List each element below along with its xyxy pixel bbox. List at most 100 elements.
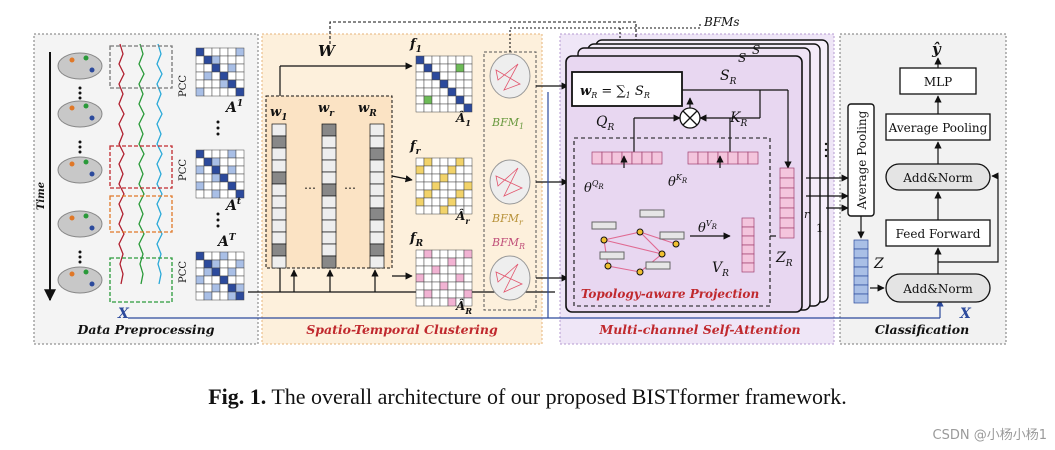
matrix-cell [235,291,245,301]
vector-cell [369,219,385,233]
vector-cell [369,123,385,137]
matrix-cell [195,283,205,293]
bfm-label: BFM1 [491,116,524,131]
adjacency-matrix [195,251,245,301]
q-label: QR [596,114,614,133]
matrix-cell [195,79,205,89]
matrix-cell [211,71,221,81]
watermark: CSDN @小杨小杨1 [932,428,1047,443]
bfms-label: BFMs [703,15,740,29]
bold-signals [118,43,163,285]
matrix-cell [447,289,457,299]
matrix-cell [447,181,457,191]
matrix-cell [203,291,213,301]
matrix-cell [195,173,205,183]
query-vector [591,151,663,165]
matrix-cell [439,87,449,97]
matrix-cell [439,63,449,73]
bfm-map [489,255,531,301]
matrix-cell [447,257,457,267]
matrix-cell [227,267,237,277]
matrix-cell [219,165,229,175]
z-feature-vector [853,239,869,304]
matrix-cell [423,297,433,307]
matrix-cell [415,157,425,167]
matrix-cell [431,165,441,175]
vector-cell [369,231,385,245]
matrix-cell [447,249,457,259]
a-hat-label: Â1 [455,110,471,128]
matrix-cell [431,257,441,267]
add-norm-bottom-label: Add&Norm [902,282,973,296]
matrix-cell [235,157,245,167]
prediction-label: ŷ [931,40,942,58]
vector-cell [321,231,337,245]
matrix-cell [227,275,237,285]
brain-functional-modules [489,53,531,301]
vector-cell [271,195,287,209]
pcc-label: PCC [178,261,189,283]
matrix-cell [203,71,213,81]
vector-cell [853,293,869,304]
matrix-cell [447,157,457,167]
w-matrix-label: W [318,42,337,60]
matrix-cell [227,47,237,57]
vector-cell [321,195,337,209]
classification-x-label: X [959,306,972,322]
matrix-cell [203,63,213,73]
ellipsis-dots [216,120,220,228]
matrix-cell [463,71,473,81]
matrix-cell [195,157,205,167]
vector-cell [853,248,869,259]
brain-scans [57,52,103,294]
matrix-cell [463,265,473,275]
theta-label: θQR [584,179,604,196]
matrix-cell [455,79,465,89]
matrix-cell [211,181,221,191]
matrix-cell [195,63,205,73]
matrix-cell [439,173,449,183]
matrix-cell [227,165,237,175]
matrix-cell [235,63,245,73]
matrix-cell [439,79,449,89]
matrix-cell [431,55,441,65]
matrix-cell [431,181,441,191]
vector-cell [737,151,749,165]
vector-cell [651,151,663,165]
matrix-cell [415,189,425,199]
input-x-label: X [117,306,130,322]
architecture-figure: Data Preprocessing Spatio-Temporal Clust… [33,15,1007,345]
matrix-cell [195,275,205,285]
matrix-cell [431,273,441,283]
matrix-cell [415,281,425,291]
matrix-cell [447,79,457,89]
matrix-cell [227,157,237,167]
vector-cell [321,159,337,173]
matrix-cell [235,251,245,261]
vector-cell [271,207,287,221]
matrix-cell [195,149,205,159]
key-vector [687,151,759,165]
vector-cell [779,187,795,199]
w-column-label: wr [318,101,335,119]
a-hat-label: ÂR [455,298,472,316]
matrix-cell [195,71,205,81]
matrix-cell [415,249,425,259]
ellipsis-dots [78,86,82,264]
graph-node [604,262,612,270]
matrix-cell [463,157,473,167]
panel-title-clustering: Spatio-Temporal Clustering [306,322,498,337]
mlp-box [899,67,977,95]
bfms-feedback-line [329,21,637,52]
matrix-cell [415,71,425,81]
matrix-cell [235,181,245,191]
matrix-cell [431,249,441,259]
matrix-cell [423,165,433,175]
vector-cell [641,151,653,165]
vector-cell [271,231,287,245]
graph-node [600,236,608,244]
matrix-cell [447,189,457,199]
matrix-cell [227,283,237,293]
matrix-cell [423,173,433,183]
r-label: r [804,208,810,221]
